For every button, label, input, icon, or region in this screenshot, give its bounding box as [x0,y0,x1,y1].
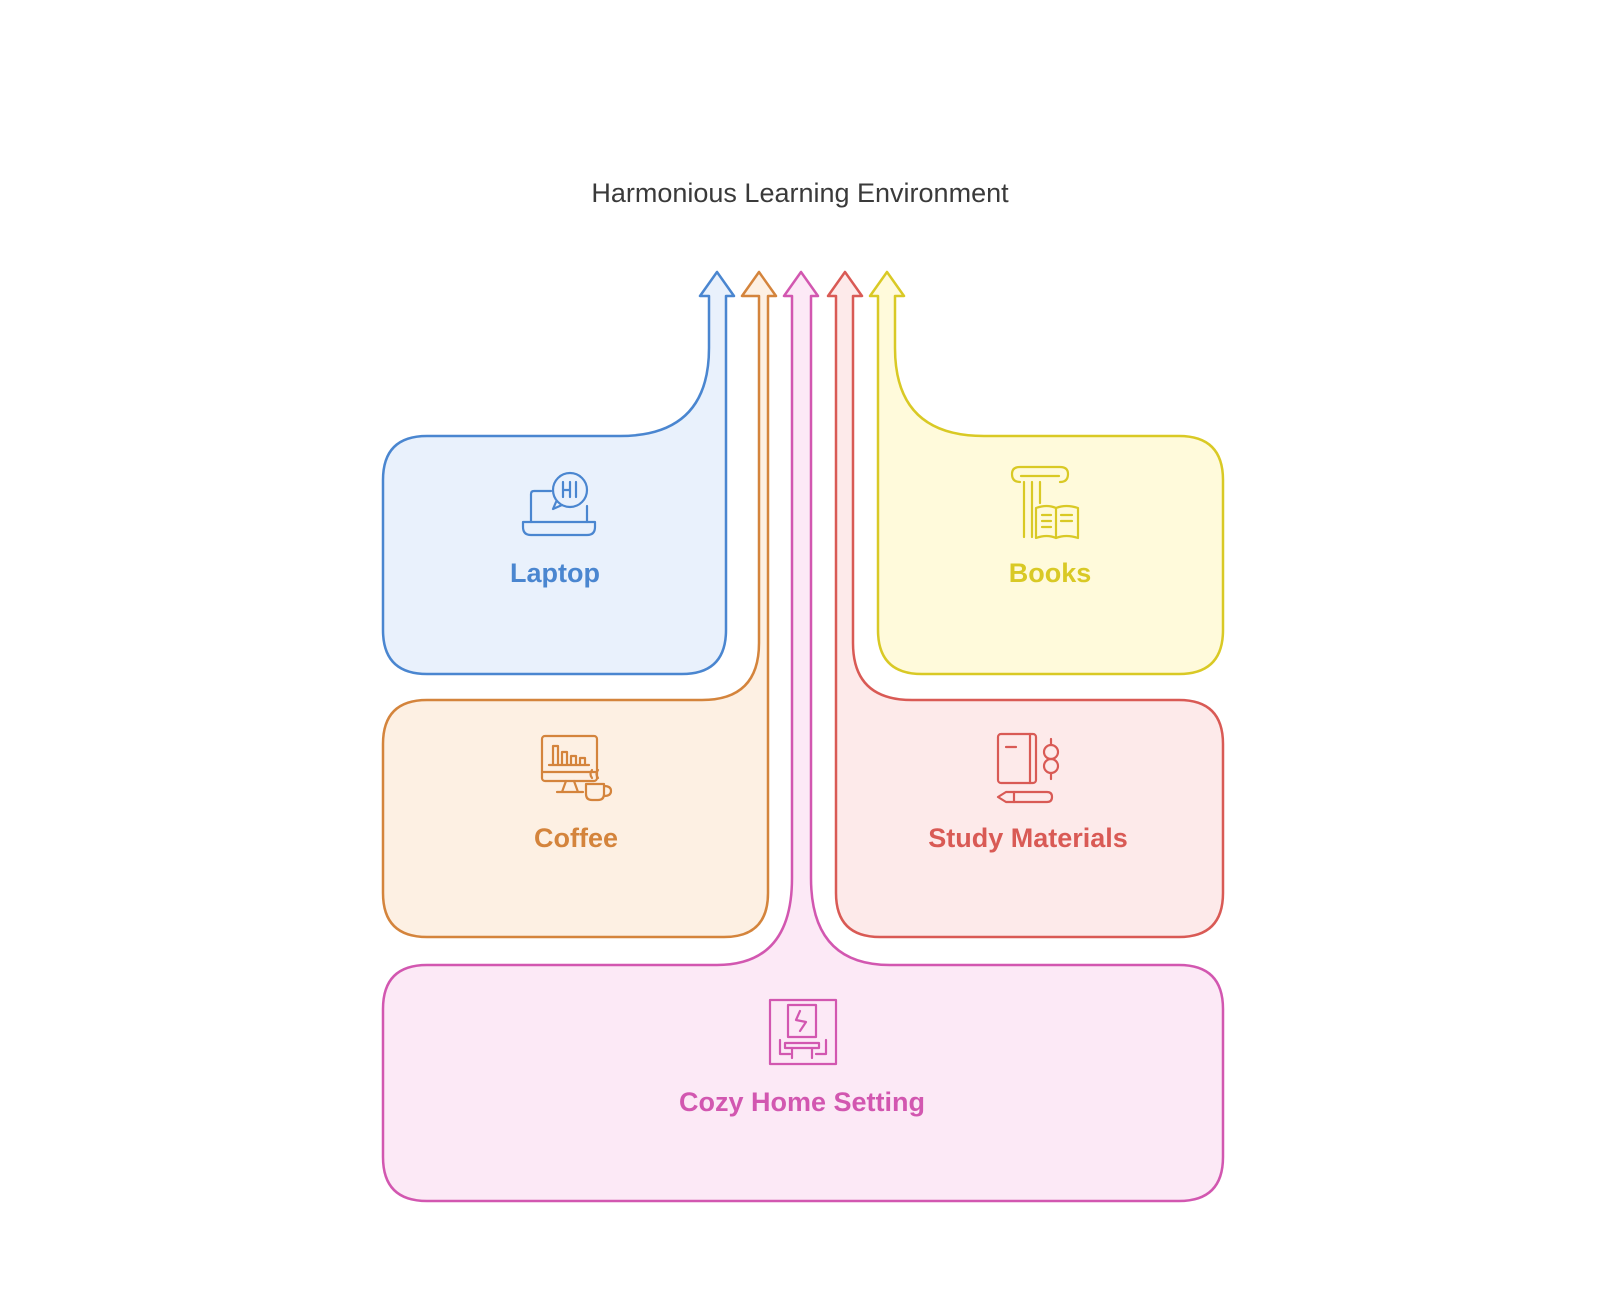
block-shape-books [868,270,1225,676]
block-study-materials [826,270,1225,939]
block-shape-cozy [381,270,1225,1203]
label-study-materials: Study Materials [928,823,1128,853]
label-laptop: Laptop [510,558,600,588]
monitor-coffee-icon [540,734,613,802]
block-shape-study [826,270,1225,939]
diagram-title: Harmonious Learning Environment [591,178,1009,208]
notebook-pencil-icon [996,732,1060,804]
block-shape-laptop [381,270,736,676]
block-shape-coffee [381,270,778,939]
block-coffee [381,270,778,939]
laptop-chat-icon [521,471,597,537]
block-cozy-home-setting [381,270,1225,1203]
block-books [868,270,1225,676]
label-coffee: Coffee [534,823,618,853]
label-cozy-home-setting: Cozy Home Setting [679,1087,925,1117]
window-room-icon [768,998,838,1066]
block-laptop [381,270,736,676]
column-book-icon [1010,465,1080,540]
label-books: Books [1009,558,1092,588]
